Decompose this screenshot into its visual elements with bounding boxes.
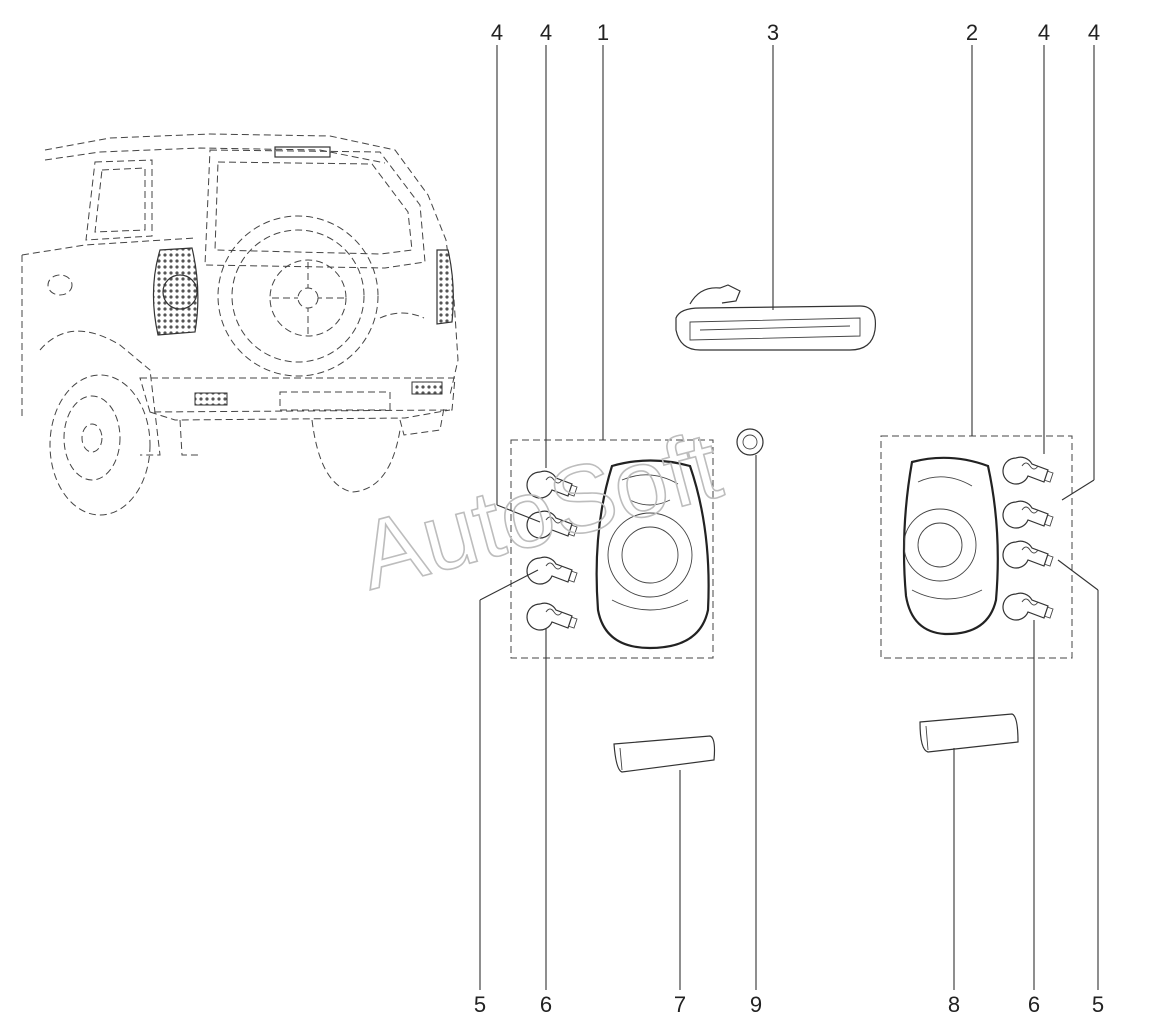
callout-6: 6 bbox=[540, 992, 552, 1017]
callout-4: 4 bbox=[1088, 20, 1100, 45]
taillight-left-mesh bbox=[152, 247, 199, 336]
roof-brake-light bbox=[274, 146, 331, 158]
rear-wheel bbox=[49, 374, 151, 516]
part-9-socket bbox=[736, 428, 764, 456]
callout-7: 7 bbox=[674, 992, 686, 1017]
callout-6: 6 bbox=[1028, 992, 1040, 1017]
callout-4: 4 bbox=[540, 20, 552, 45]
callout-3: 3 bbox=[767, 20, 779, 45]
callout-9: 9 bbox=[750, 992, 762, 1017]
part-3-high-mount-stop-lamp bbox=[675, 284, 877, 351]
callout-8: 8 bbox=[948, 992, 960, 1017]
bulb-5b bbox=[1002, 540, 1054, 569]
part-7-reflector-left bbox=[613, 735, 716, 773]
callout-5: 5 bbox=[474, 992, 486, 1017]
spare-wheel bbox=[217, 215, 379, 377]
callout-5: 5 bbox=[1092, 992, 1104, 1017]
vehicle-illustration bbox=[21, 133, 459, 516]
right-taillight-lens bbox=[902, 456, 999, 636]
bulb-4c bbox=[1002, 456, 1054, 485]
leader-lines bbox=[479, 45, 1099, 990]
left-taillight-lens bbox=[595, 459, 710, 650]
part-8-reflector-right bbox=[919, 713, 1019, 753]
taillight-right-mesh bbox=[436, 249, 454, 325]
bulb-6b bbox=[1002, 592, 1054, 621]
callout-1: 1 bbox=[597, 20, 609, 45]
bulb-4d bbox=[1002, 500, 1054, 529]
bulb-6a bbox=[526, 602, 578, 631]
part-2-right-taillight-group bbox=[880, 435, 1073, 659]
callout-4: 4 bbox=[491, 20, 503, 45]
callout-2: 2 bbox=[966, 20, 978, 45]
part-1-left-taillight-group bbox=[510, 439, 714, 659]
callout-4: 4 bbox=[1038, 20, 1050, 45]
callout-labels: 4 4 1 3 2 4 4 5 6 7 9 8 6 5 bbox=[474, 20, 1104, 1017]
